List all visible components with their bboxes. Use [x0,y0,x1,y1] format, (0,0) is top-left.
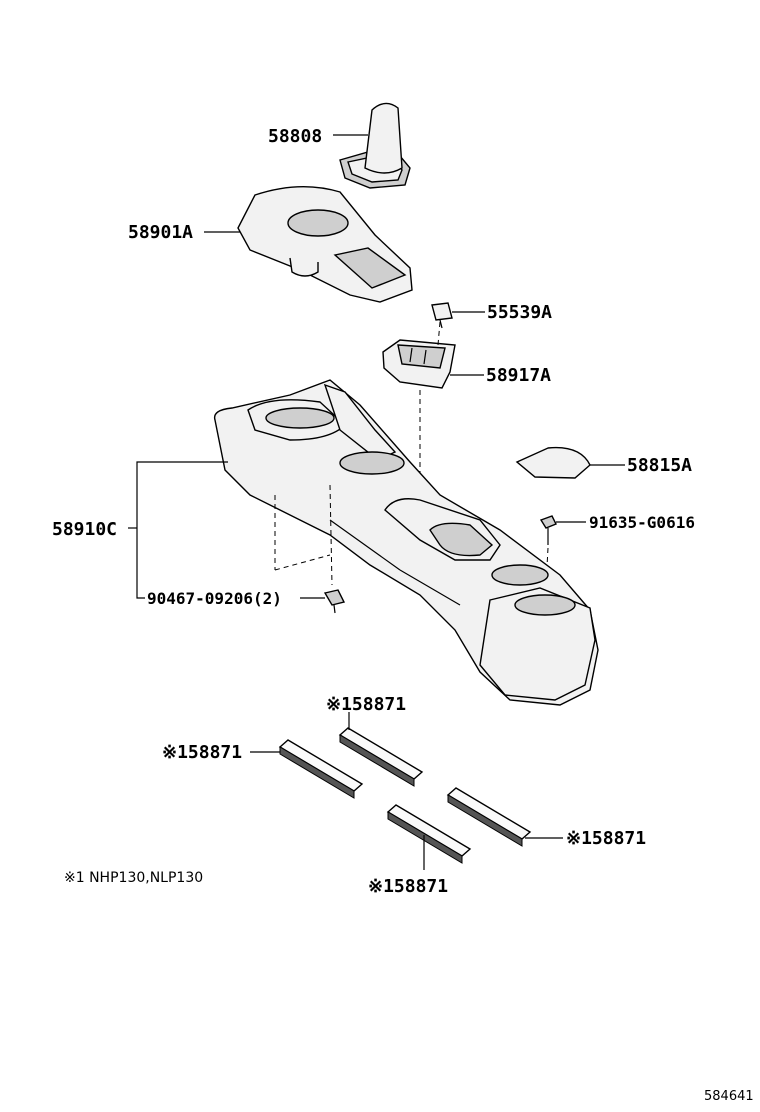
shift-boot-part [339,102,411,189]
label-58910C: 58910C [52,519,117,540]
label-58917A: 58917A [486,365,551,386]
strip-left [278,739,364,799]
label-55539A: 55539A [487,302,552,323]
upper-console-panel-part [237,186,413,303]
label-58808: 58808 [268,126,322,147]
label-strip-bottom: ※158871 [368,876,448,897]
label-58901A: 58901A [128,222,193,243]
label-90467: 90467-09206(2) [147,589,282,608]
label-strip-top: ※158871 [326,694,406,715]
figure-reference: 584641 [704,1089,754,1104]
retainer-clip-part [323,589,346,614]
cover-plate-part [515,446,591,479]
footnote: ※1 NHP130,NLP130 [64,870,203,886]
switch-box-part [382,339,456,389]
label-91635: 91635-G0616 [589,513,695,532]
console-box-part [213,379,599,706]
small-clip-part [431,302,453,329]
label-strip-left: ※158871 [162,742,242,763]
label-58815A: 58815A [627,455,692,476]
dash-clip [437,321,441,346]
label-strip-right: ※158871 [566,828,646,849]
strip-bottom [386,804,472,864]
dash-console-clip [329,484,333,586]
dash-console-base [274,554,331,571]
bracket-58910C [136,461,228,599]
screw-part [539,515,557,545]
strip-right [446,787,532,847]
strip-top [338,727,424,787]
